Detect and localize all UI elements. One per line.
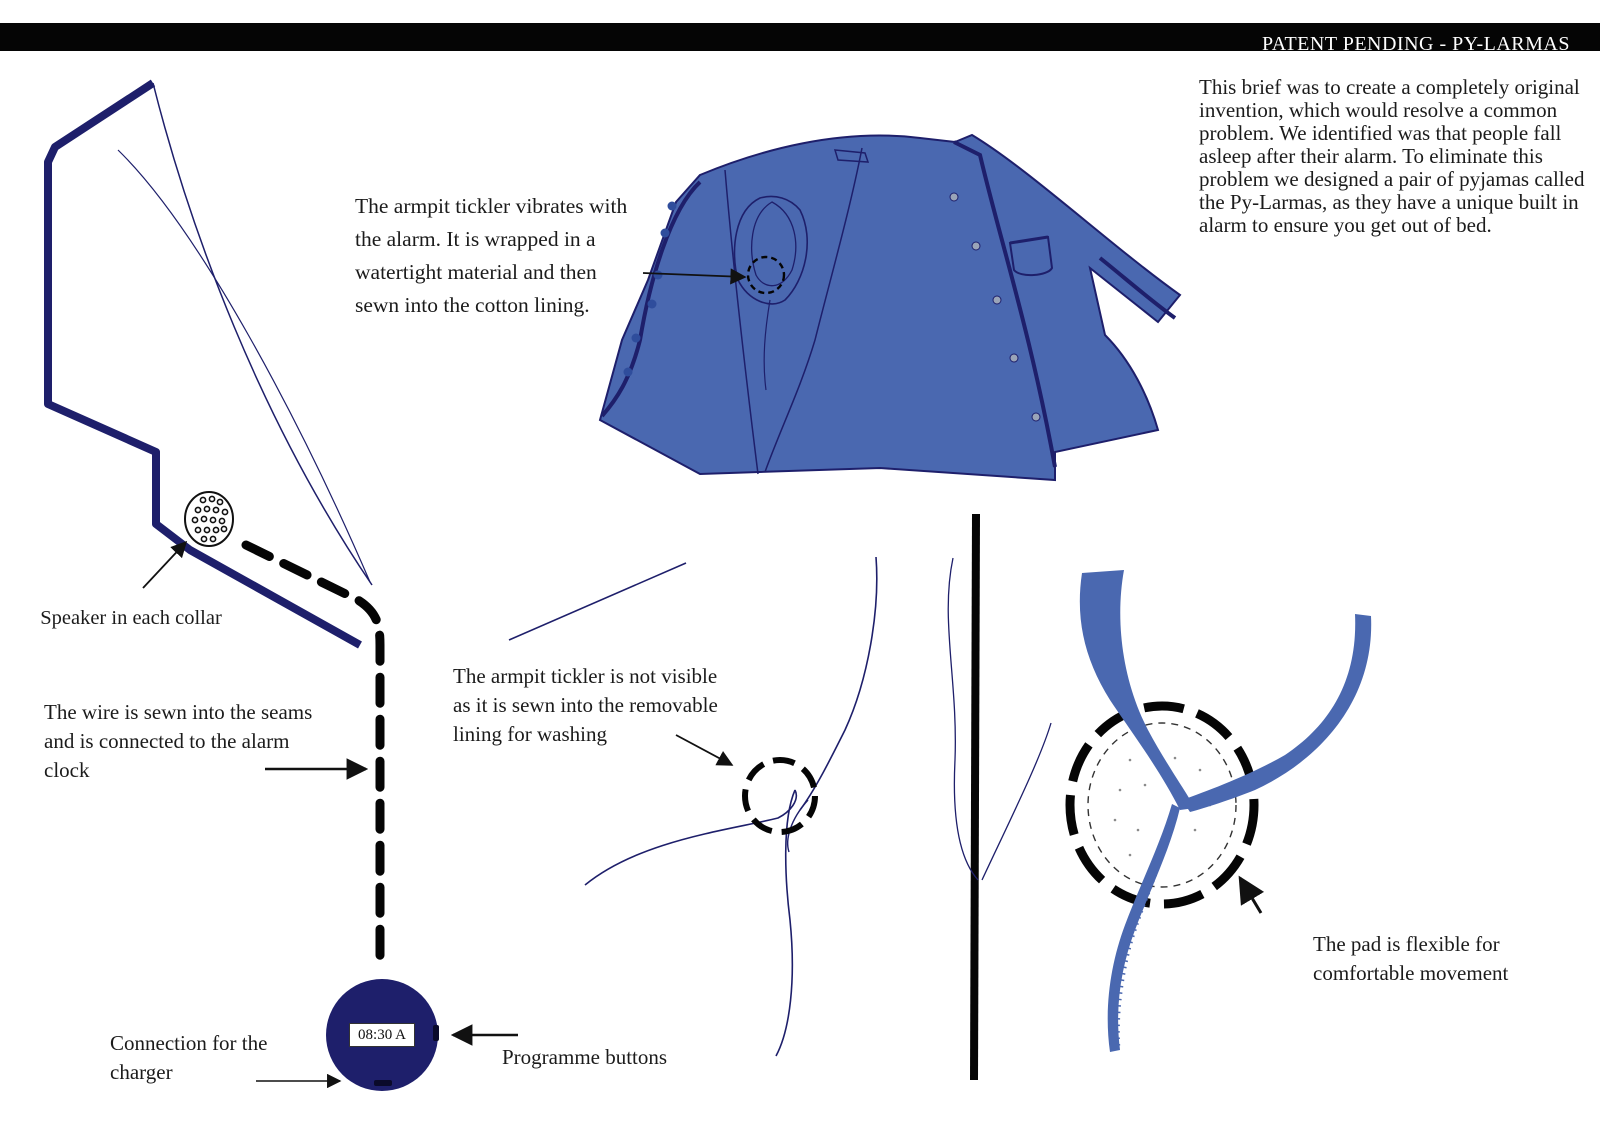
caption-pad: The pad is flexible for comfortable move… (1313, 932, 1509, 985)
caption-speaker: Speaker in each collar (40, 607, 222, 629)
caption-charger: Connection for the charger (110, 1031, 268, 1084)
clock-display: 08:30 A (349, 1023, 415, 1047)
pyjama-top-illustration (598, 133, 1182, 482)
caption-not-visible: The armpit tickler is not visible as it … (453, 664, 718, 746)
armpit-sketch (508, 556, 878, 1057)
pad-closeup (947, 557, 1372, 1052)
pad-arrow (1238, 875, 1265, 914)
tickler-arrow (642, 268, 747, 285)
tickler-pad-icon (746, 255, 786, 295)
not-visible-arrow (675, 734, 734, 766)
header-bar (0, 23, 1600, 51)
intro-text: This brief was to create a completely or… (1199, 75, 1585, 237)
caption-armpit-tickler: The armpit tickler vibrates with the ala… (355, 194, 628, 317)
caption-wire: The wire is sewn into the seams and is c… (44, 700, 313, 782)
header-title: PATENT PENDING - PY-LARMAS (1261, 33, 1570, 55)
wire-dashed (241, 540, 385, 970)
vertical-divider (970, 513, 980, 1081)
speaker-icon (184, 491, 234, 547)
speaker-arrow (142, 540, 188, 589)
collar-sketch (44, 79, 373, 649)
caption-programme-buttons: Programme buttons (502, 1045, 668, 1069)
